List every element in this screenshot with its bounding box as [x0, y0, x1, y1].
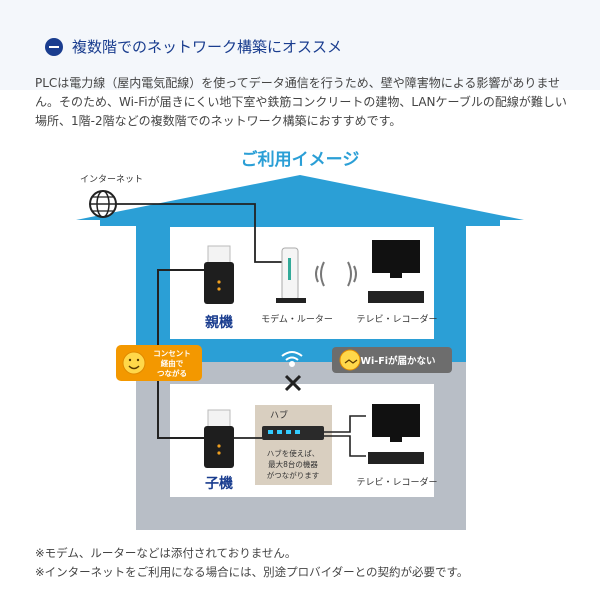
section-header: 複数階でのネットワーク構築にオススメ: [0, 0, 600, 90]
wifi-badge-text: Wi-Fiが届かない: [361, 355, 436, 367]
note-line: ※モデム、ルーターなどは添付されておりません。: [35, 546, 297, 560]
hub-text-line2: 最大8台の機器: [268, 459, 318, 469]
note-line: ※インターネットをご利用になる場合には、別途プロバイダーとの契約が必要です。: [35, 565, 469, 579]
house-lower-wall: [136, 362, 466, 530]
hub-text-line3: がつながります: [267, 470, 320, 480]
modem-label: モデム・ルーター: [261, 313, 333, 325]
wifi-waves-icon: [315, 261, 357, 287]
hub-text-line1: ハブを使えば、: [267, 448, 320, 458]
tv-icon-bottom: [368, 404, 424, 464]
wifi-signal-icon: [281, 351, 303, 367]
parent-label: 親機: [205, 314, 233, 331]
hub-label: ハブ: [270, 409, 288, 421]
blocked-x-icon: [284, 374, 302, 392]
child-label: 子機: [205, 475, 233, 492]
hub-tv-cable: [324, 415, 366, 433]
hub-recorder-cable: [324, 435, 366, 457]
plc-parent-adapter: [204, 245, 234, 304]
power-line-cable: [157, 269, 205, 439]
router-icon: [276, 247, 306, 303]
upper-room: [170, 227, 434, 339]
tv-label-bottom: テレビ・レコーダー: [356, 476, 437, 488]
notes: ※モデム、ルーターなどは添付されておりません。 ※インターネットをご利用になる場…: [35, 544, 468, 582]
outlet-badge-line3: つながる: [157, 368, 187, 378]
hub-icon: [262, 426, 324, 440]
outlet-badge-line1: コンセント: [153, 349, 191, 358]
outlet-badge: コンセント 経由で つながる: [116, 345, 202, 381]
tv-icon-top: [368, 240, 424, 303]
hub-area: [255, 405, 332, 485]
globe-icon: [89, 190, 117, 218]
wifi-unreachable-badge: Wi-Fiが届かない: [332, 347, 452, 373]
plc-child-adapter: [204, 409, 234, 468]
lower-room: [170, 384, 434, 497]
description-text: PLCは電力線（屋内電気配線）を使ってデータ通信を行うため、壁や障害物による影響…: [35, 76, 567, 128]
internet-cable: [116, 203, 282, 263]
illustration-title: ご利用イメージ: [240, 150, 360, 170]
tv-label-top: テレビ・レコーダー: [356, 313, 437, 325]
house-roof: [76, 175, 524, 226]
house-body: [136, 210, 466, 530]
outlet-badge-line2: 経由で: [161, 358, 184, 368]
minus-circle-icon[interactable]: [45, 38, 63, 56]
internet-label: インターネット: [80, 174, 143, 185]
section-title: 複数階でのネットワーク構築にオススメ: [72, 38, 343, 56]
